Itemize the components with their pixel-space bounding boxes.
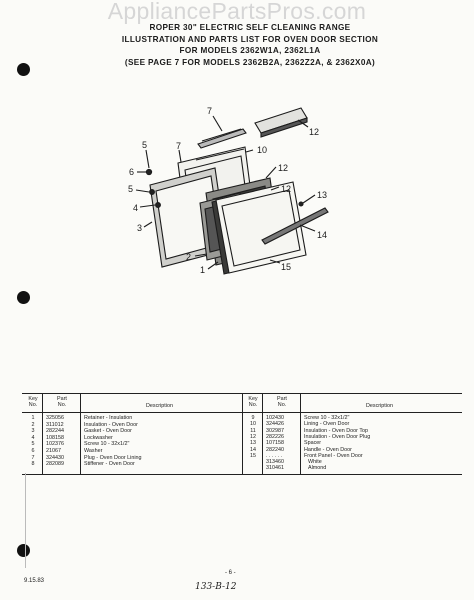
callout-10: 10 (257, 145, 267, 155)
col-key-l2: No. (28, 402, 38, 408)
top-insulation-part (254, 107, 308, 138)
col-key-l1: Key (248, 396, 258, 402)
col-part-l1: Part (57, 396, 67, 402)
front-panel-part (211, 181, 307, 275)
handle-part (261, 207, 329, 245)
callout-3: 3 (137, 223, 142, 233)
handwritten-note: 133-B-12 (195, 582, 237, 592)
binder-hole-bottom (17, 544, 30, 557)
header-subtitle: ILLUSTRATION AND PARTS LIST FOR OVEN DOO… (121, 34, 379, 44)
table-header: Key No. Part No. Description (22, 394, 242, 413)
callout-15: 15 (281, 262, 291, 272)
callout-5: 5 (128, 184, 133, 194)
binder-hole-middle (17, 291, 30, 304)
callout-8: 7 (207, 106, 212, 116)
header-title: ROPER 30" ELECTRIC SELF CLEANING RANGE (149, 23, 351, 32)
callout-7: 7 (176, 141, 181, 151)
callout-1: 1 (200, 265, 205, 275)
callout-4: 4 (133, 203, 138, 213)
callout-12: 12 (278, 163, 288, 173)
stiffener-part (197, 128, 247, 149)
binder-hole-top (17, 63, 30, 76)
page-number: - 6 - (225, 570, 236, 576)
watermark: AppliancePartsPros.com (107, 0, 367, 24)
callout-11: 12 (309, 127, 319, 137)
callout-6: 6 (129, 167, 134, 177)
col-key-l2: No. (248, 402, 258, 408)
col-key-l1: Key (28, 396, 38, 402)
header-note: (SEE PAGE 7 FOR MODELS 2362B2A, 2362Z2A,… (124, 57, 376, 67)
header-models: FOR MODELS 2362W1A, 2362L1A (179, 46, 321, 56)
col-part-l2: No. (277, 402, 287, 408)
scan-edge-line (25, 473, 26, 568)
callout-13: 13 (317, 190, 327, 200)
callout-14: 14 (317, 230, 327, 240)
col-part-l1: Part (277, 396, 287, 402)
print-date: 9.15.83 (24, 578, 45, 584)
col-description: Description (366, 403, 393, 409)
table-row: 15. . . . . .Front Panel - Oven Door (250, 452, 363, 459)
col-part-l2: No. (57, 402, 67, 408)
callout-12b: 12 (281, 184, 291, 194)
table-header: Key No. Part No. Description (242, 394, 462, 413)
callout-2: 2 (186, 252, 191, 262)
callout-5-top: 5 (142, 140, 147, 150)
document-header: ROPER 30" ELECTRIC SELF CLEANING RANGE I… (60, 22, 440, 68)
col-description: Description (146, 403, 173, 409)
